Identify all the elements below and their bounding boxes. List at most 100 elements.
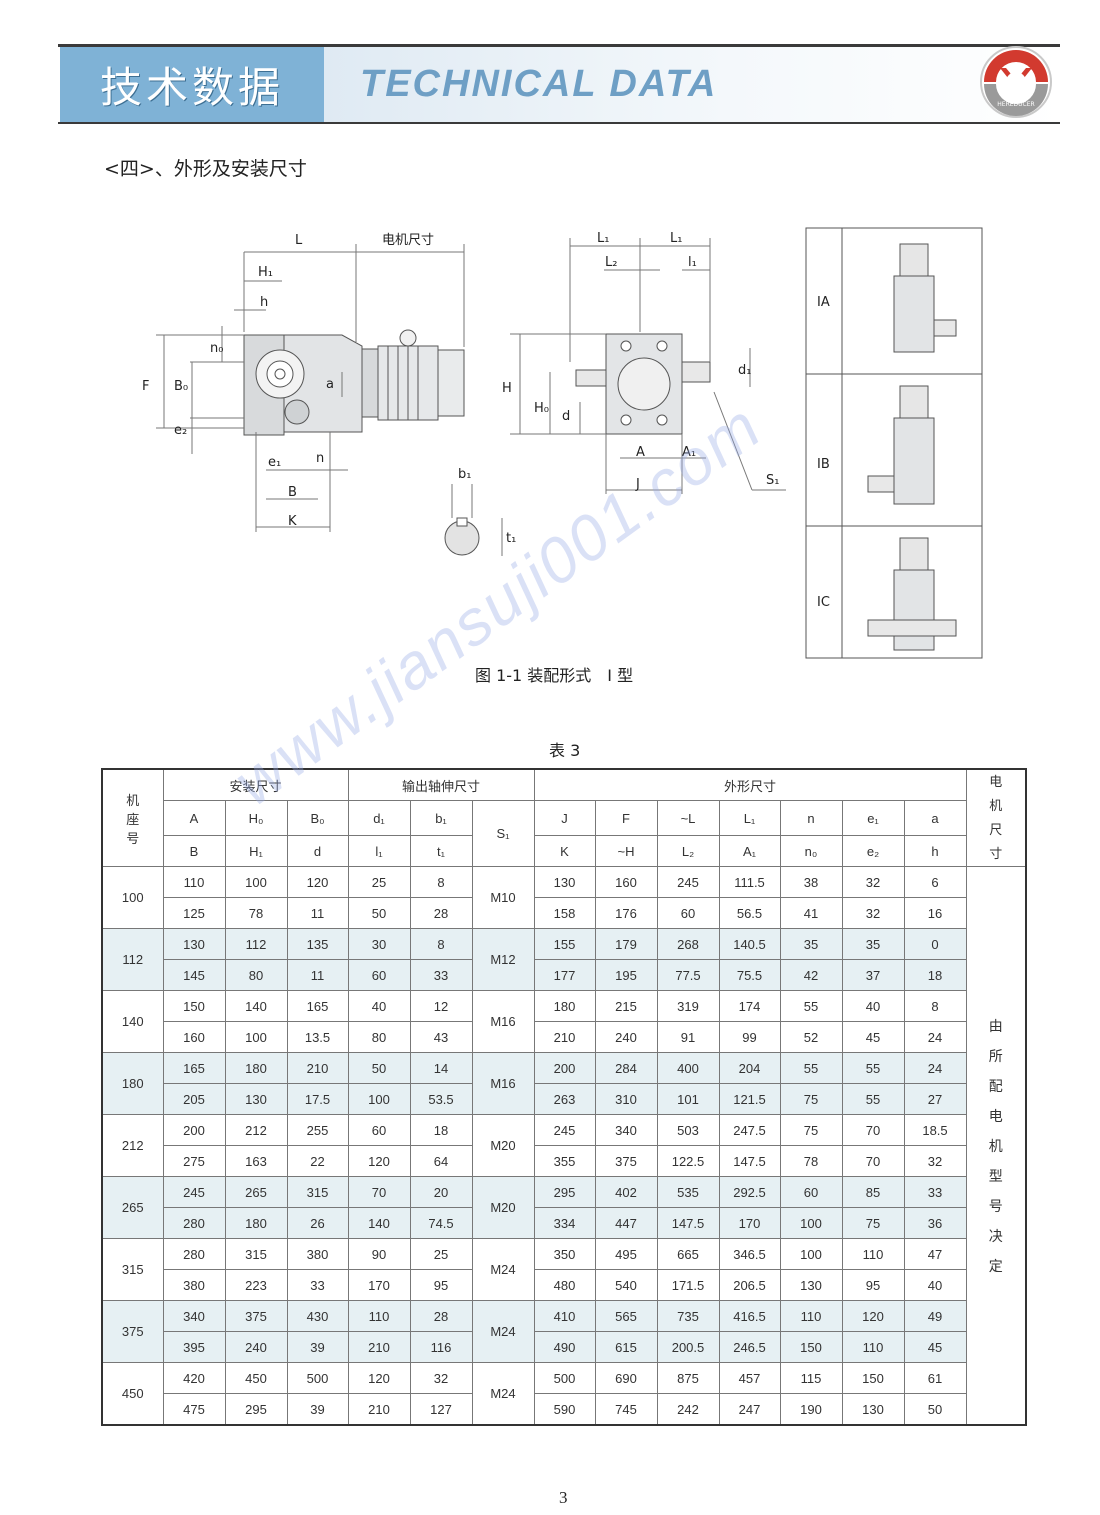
table-cell: 8 xyxy=(903,990,967,1022)
table-cell: 246.5 xyxy=(718,1331,781,1363)
table-cell: 110 xyxy=(162,866,226,898)
dim-label-l1: l₁ xyxy=(688,255,697,270)
table-cell: 32 xyxy=(903,1145,967,1177)
table-cell: 245 xyxy=(656,866,720,898)
table-cell: 160 xyxy=(594,866,658,898)
table-cell: 39 xyxy=(286,1331,349,1363)
header-seat: 机座号 xyxy=(101,768,164,867)
table-cell: 350 xyxy=(533,1238,596,1270)
table-cell: 45 xyxy=(903,1331,967,1363)
header-sub-bottom-cell: l₁ xyxy=(347,835,411,867)
header-sub-top-cell: a xyxy=(903,800,967,836)
table-cell: 28 xyxy=(409,1300,473,1332)
table-cell: 171.5 xyxy=(656,1269,720,1301)
table-cell: 540 xyxy=(594,1269,658,1301)
figure-caption: 图 1-1 装配形式 Ⅰ 型 xyxy=(475,666,634,685)
table-cell: 355 xyxy=(533,1145,596,1177)
header-sub-bottom-cell: e₂ xyxy=(841,835,905,867)
header-sub-bottom-cell: d xyxy=(286,835,349,867)
table-cell: 130 xyxy=(841,1393,905,1426)
mounting-type-IA: IA xyxy=(817,295,830,310)
table-cell: 22 xyxy=(286,1145,349,1177)
table-cell: 210 xyxy=(347,1393,411,1426)
table-cell: 280 xyxy=(162,1238,226,1270)
table-cell: 99 xyxy=(718,1021,781,1053)
table-cell: 55 xyxy=(841,1052,905,1084)
table-cell: 80 xyxy=(224,959,288,991)
table-cell: 95 xyxy=(841,1269,905,1301)
table-cell: 165 xyxy=(286,990,349,1022)
table-cell: 42 xyxy=(779,959,843,991)
table-cell: 110 xyxy=(779,1300,843,1332)
table-cell: 380 xyxy=(162,1269,226,1301)
table-cell: 140 xyxy=(224,990,288,1022)
table-cell: 35 xyxy=(779,928,843,960)
header-sub-bottom-cell: K xyxy=(533,835,596,867)
table-cell: 215 xyxy=(594,990,658,1022)
table-cell: 155 xyxy=(533,928,596,960)
table-cell: 295 xyxy=(533,1176,596,1208)
dim-label-L1b: L₁ xyxy=(670,231,682,246)
table-cell: 112 xyxy=(224,928,288,960)
thread-s1-cell: M24 xyxy=(471,1362,535,1426)
seat-number-cell: 212 xyxy=(101,1114,164,1177)
table-cell: 45 xyxy=(841,1021,905,1053)
table-cell: 121.5 xyxy=(718,1083,781,1115)
mounting-type-IC: IC xyxy=(817,595,830,610)
table-cell: 135 xyxy=(286,928,349,960)
header-sub-bottom-cell: n₀ xyxy=(779,835,843,867)
table-cell: 200 xyxy=(533,1052,596,1084)
table-cell: 60 xyxy=(347,959,411,991)
dim-label-L: L xyxy=(295,233,303,248)
table-cell: 247.5 xyxy=(718,1114,781,1146)
table-cell: 43 xyxy=(409,1021,473,1053)
table-cell: 240 xyxy=(224,1331,288,1363)
table-cell: 395 xyxy=(162,1331,226,1363)
table-cell: 447 xyxy=(594,1207,658,1239)
table-cell: 50 xyxy=(347,1052,411,1084)
table-cell: 665 xyxy=(656,1238,720,1270)
table-cell: 275 xyxy=(162,1145,226,1177)
front-view-drawing xyxy=(510,238,786,494)
table-cell: 177 xyxy=(533,959,596,991)
table-cell: 150 xyxy=(779,1331,843,1363)
table-cell: 8 xyxy=(409,928,473,960)
table-cell: 565 xyxy=(594,1300,658,1332)
dim-label-a: a xyxy=(326,377,334,392)
table-cell: 223 xyxy=(224,1269,288,1301)
table-cell: 110 xyxy=(841,1331,905,1363)
table-cell: 210 xyxy=(286,1052,349,1084)
table-cell: 30 xyxy=(347,928,411,960)
table-cell: 284 xyxy=(594,1052,658,1084)
table-cell: 33 xyxy=(903,1176,967,1208)
motor-note-cell: 由所配电机型号决定 xyxy=(965,866,1027,1426)
dim-label-B0: B₀ xyxy=(174,379,188,394)
table-cell: 140.5 xyxy=(718,928,781,960)
table-cell: 39 xyxy=(286,1393,349,1426)
table-cell: 255 xyxy=(286,1114,349,1146)
header-sub-bottom-cell: L₂ xyxy=(656,835,720,867)
table-cell: 40 xyxy=(841,990,905,1022)
table-cell: 85 xyxy=(841,1176,905,1208)
table-cell: 535 xyxy=(656,1176,720,1208)
table-cell: 40 xyxy=(347,990,411,1022)
dim-label-e1: e₁ xyxy=(268,455,281,470)
table-cell: 180 xyxy=(224,1052,288,1084)
mounting-types-panel xyxy=(805,227,983,659)
table-cell: 127 xyxy=(409,1393,473,1426)
table-cell: 38 xyxy=(779,866,843,898)
table-cell: 100 xyxy=(779,1238,843,1270)
table-cell: 480 xyxy=(533,1269,596,1301)
table-cell: 400 xyxy=(656,1052,720,1084)
table-cell: 75 xyxy=(779,1083,843,1115)
header-sub-top-cell: b₁ xyxy=(409,800,473,836)
table-cell: 280 xyxy=(162,1207,226,1239)
dim-label-K: K xyxy=(288,514,297,529)
table-cell: 17.5 xyxy=(286,1083,349,1115)
seat-number-cell: 140 xyxy=(101,990,164,1053)
